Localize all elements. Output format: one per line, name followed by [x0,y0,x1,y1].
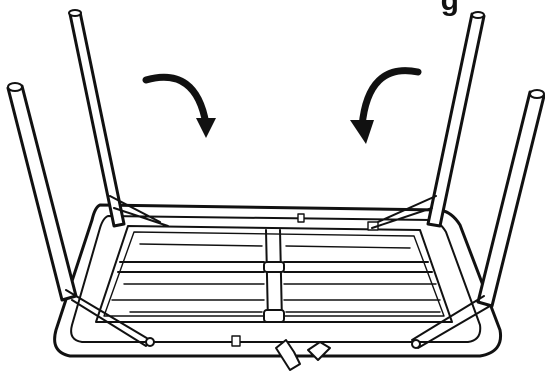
leg-back-left [69,10,168,226]
table-frame [96,226,452,322]
leg-back-right [372,12,484,228]
fold-arrow-right-icon [350,71,418,144]
fold-arrow-left-icon [146,77,216,138]
